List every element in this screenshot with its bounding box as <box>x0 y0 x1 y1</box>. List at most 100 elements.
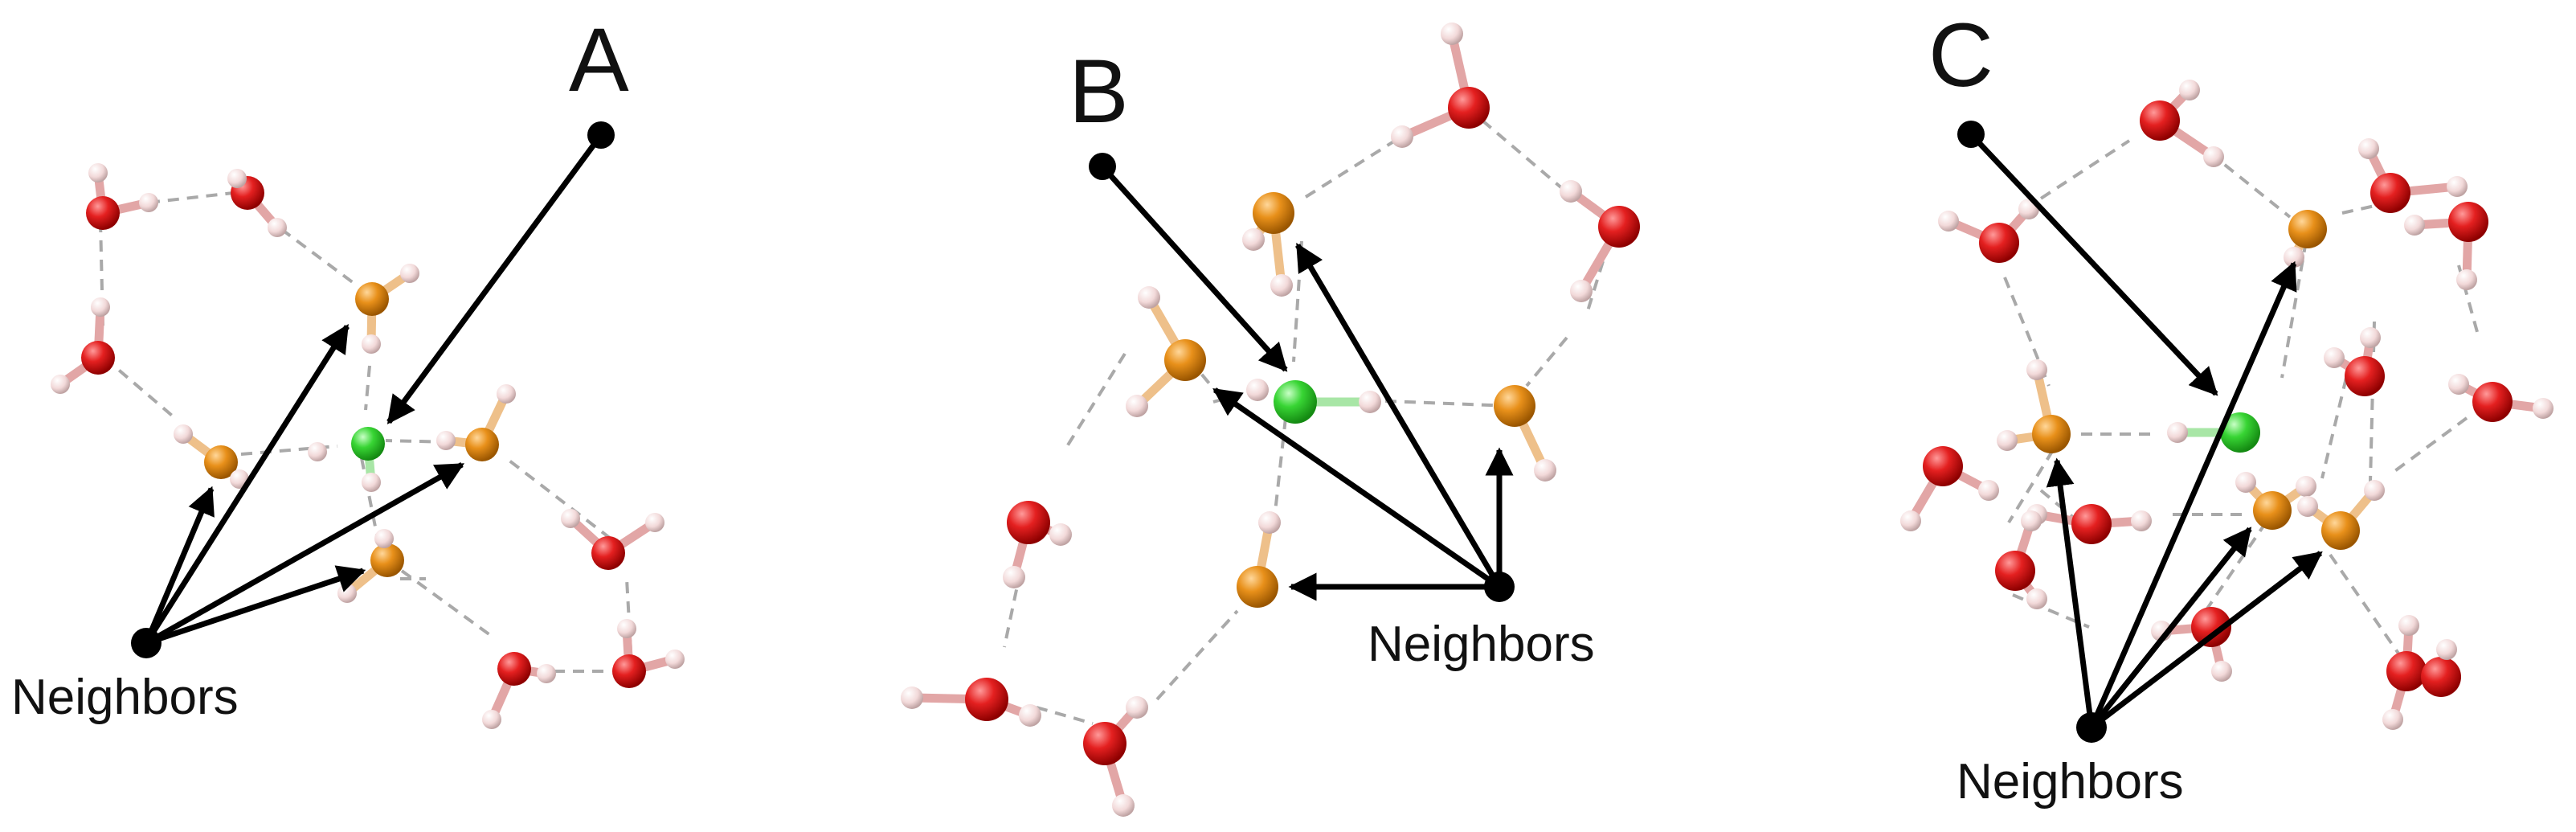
hydrogen-atom <box>436 431 456 450</box>
hydrogen-atom <box>2167 422 2188 443</box>
hydrogen-atom <box>482 710 501 729</box>
hydrogen-bond-network <box>2003 139 2480 661</box>
hydrogen-atom <box>2448 374 2469 395</box>
panel-a: A Neighbors <box>11 10 685 729</box>
neighbor-oxygen-atom <box>2321 511 2360 550</box>
hydrogen-atom <box>362 334 381 354</box>
hydrogen-atom <box>1900 510 1921 531</box>
hydrogen-atom <box>374 529 394 548</box>
hydrogen-atom <box>362 473 381 492</box>
water-oxygen-atom <box>2448 202 2488 242</box>
water-oxygen-atom <box>2191 607 2231 647</box>
neighbor-oxygen-atom <box>2032 415 2071 453</box>
pointer-arrow <box>1969 132 2218 396</box>
hydrogen-atom <box>2456 269 2477 290</box>
hydrogen-atom <box>2360 327 2381 348</box>
hydrogen-atom <box>2297 496 2318 517</box>
hydrogen-atom <box>2404 215 2425 236</box>
water-oxygen-atom <box>81 341 115 375</box>
hydrogen-atom <box>51 375 70 394</box>
panel-letter: B <box>1069 41 1129 141</box>
neighbor-arrow <box>144 324 350 645</box>
hydrogen-atom <box>1246 379 1269 401</box>
water-molecules <box>1900 80 2554 730</box>
hydrogen-atom <box>537 664 556 683</box>
hydrogen-atom <box>2324 347 2345 368</box>
hydrogen-atom <box>1126 696 1148 719</box>
neighbor-molecules <box>174 264 516 603</box>
neighbors-label: Neighbors <box>1957 754 2184 809</box>
neighbor-oxygen-atom <box>355 282 389 316</box>
panel-letter: A <box>569 10 629 110</box>
neighbor-oxygen-atom <box>465 428 499 461</box>
water-oxygen-atom <box>2472 382 2513 422</box>
panel-c: C Neighbors <box>1900 5 2554 809</box>
neighbor-oxygen-atom <box>370 543 404 577</box>
hydrogen-atom <box>1534 459 1556 482</box>
hydrogen-atom <box>2364 480 2385 501</box>
hydrogen-atom <box>561 509 580 528</box>
water-oxygen-atom <box>1083 722 1126 765</box>
water-oxygen-atom <box>1995 551 2035 591</box>
hydrogen-atom <box>268 218 287 237</box>
hydrogen-atom <box>227 169 247 188</box>
arrows <box>131 121 615 658</box>
hydrogen-atom <box>337 584 357 603</box>
hydrogen-atom <box>1570 280 1593 302</box>
water-oxygen-atom <box>2140 100 2180 141</box>
hydrogen-atom <box>2533 398 2554 419</box>
hydrogen-atom <box>2026 359 2047 380</box>
neighbor-arrow <box>2046 457 2095 728</box>
water-oxygen-atom <box>965 678 1008 721</box>
water-oxygen-atom <box>2370 173 2410 213</box>
neighbor-arrow <box>143 486 215 645</box>
hydrogen-atom <box>2296 476 2316 497</box>
hydrogen-atom <box>400 264 419 283</box>
hydrogen-atom <box>1112 794 1135 817</box>
neighbor-arrow <box>2089 551 2323 730</box>
hydrogen-atom <box>2398 615 2419 636</box>
hydrogen-atom <box>1270 274 1293 297</box>
water-oxygen-atom <box>2345 356 2385 396</box>
hydrogen-atom <box>1391 125 1413 148</box>
central-ion-atom <box>2220 412 2260 453</box>
neighbor-oxygen-atom <box>1253 192 1294 234</box>
neighbor-oxygen-atom <box>1164 339 1206 381</box>
water-molecules <box>51 163 685 729</box>
water-oxygen-atom <box>591 536 625 570</box>
panel-b: B Neighbors <box>901 23 1640 817</box>
hydrogen-atom <box>2447 176 2468 197</box>
water-molecules <box>901 23 1640 817</box>
hydrogen-atom <box>1258 511 1281 534</box>
neighbor-oxygen-atom <box>204 445 238 479</box>
hydrogen-atom <box>2235 472 2256 493</box>
central-ion <box>1246 379 1381 424</box>
neighbor-arrow <box>2089 527 2252 730</box>
hydrogen-atom <box>308 442 327 461</box>
neighbors-label: Neighbors <box>1368 617 1595 672</box>
neighbor-arrow <box>1212 387 1501 589</box>
hydrogen-atom <box>91 297 110 317</box>
neighbor-arrow <box>145 461 465 646</box>
hydrogen-atom <box>1938 211 1959 232</box>
neighbor-molecules <box>1997 210 2385 550</box>
water-oxygen-atom <box>497 652 531 686</box>
hydrogen-atom <box>1441 23 1463 45</box>
panel-letter: C <box>1928 5 1993 105</box>
water-oxygen-atom <box>1923 446 1963 486</box>
hydrogen-atom <box>497 384 516 404</box>
neighbor-arrow <box>2088 260 2297 729</box>
water-oxygen-atom <box>612 654 646 688</box>
water-oxygen-atom <box>1007 501 1050 544</box>
water-oxygen-atom <box>2386 651 2427 691</box>
hydrogen-atom <box>1126 395 1148 417</box>
hydrogen-atom <box>2382 709 2403 730</box>
central-ion <box>308 427 385 492</box>
hydrogen-atom <box>665 650 685 669</box>
hydrogen-atom <box>2203 146 2224 167</box>
neighbor-oxygen-atom <box>1237 566 1278 608</box>
neighbor-molecules <box>1126 192 1556 608</box>
neighbor-oxygen-atom <box>2288 210 2327 248</box>
hydrogen-atom <box>88 163 108 182</box>
central-ion-atom <box>351 427 385 461</box>
